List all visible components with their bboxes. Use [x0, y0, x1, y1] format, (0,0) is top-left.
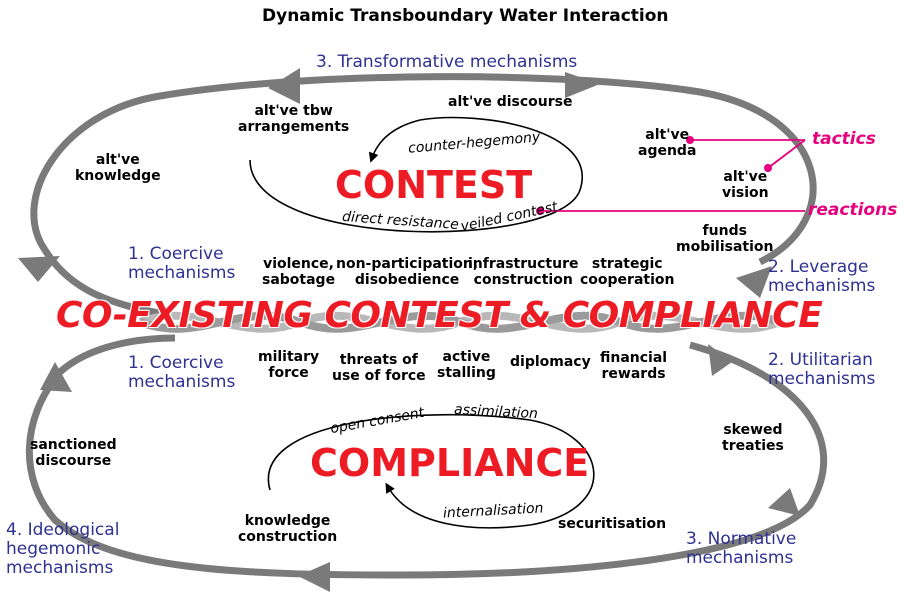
- tactics-callout-vision: [767, 139, 806, 169]
- tactics-legend-label: tactics: [812, 129, 876, 149]
- compliance-cycle-ellipse: [267, 413, 595, 529]
- alt-agenda-label: alt've agenda: [638, 127, 697, 159]
- arrow-head-4: [736, 266, 772, 298]
- non-participation-label: non-participation, disobedience: [336, 256, 479, 288]
- transformative-mechanisms-label: 3. Transformative mechanisms: [316, 52, 578, 72]
- arrow-head-3: [18, 256, 60, 282]
- arrow-head-7: [298, 562, 330, 592]
- contest-cycle-ellipse: [249, 116, 583, 233]
- active-stalling-label: active stalling: [437, 349, 496, 381]
- helix-strand-b: [138, 311, 782, 333]
- normative-mechanisms-label: 3. Normative mechanisms: [686, 529, 797, 569]
- threats-of-force-label: threats of use of force: [332, 352, 426, 384]
- reactions-legend-label: reactions: [808, 200, 898, 220]
- infrastructure-construction-label: infrastructure construction: [468, 256, 579, 288]
- sanctioned-discourse-label: sanctioned discourse: [30, 437, 117, 469]
- reactions-dot: [536, 207, 544, 215]
- alt-knowledge-label: alt've knowledge: [75, 152, 161, 184]
- coercive-mechanisms-bottom-label: 1. Coercive mechanisms: [128, 353, 236, 393]
- tactics-dot-agenda: [686, 136, 694, 144]
- funds-mobilisation-label: funds mobilisation: [676, 223, 774, 255]
- tactics-dot-vision: [764, 164, 772, 172]
- arrow-head-2: [565, 72, 600, 98]
- leverage-mechanisms-label: 2. Leverage mechanisms: [768, 257, 876, 297]
- compliance-heading: COMPLIANCE: [310, 441, 590, 485]
- diagram-title: Dynamic Transboundary Water Interaction: [262, 6, 669, 26]
- securitisation-label: securitisation: [558, 516, 667, 532]
- violence-sabotage-label: violence, sabotage: [262, 256, 336, 288]
- diplomacy-label: diplomacy: [510, 354, 591, 370]
- strategic-cooperation-label: strategic cooperation: [580, 256, 675, 288]
- arrow-head-8: [40, 362, 72, 392]
- arrow-head-6: [768, 488, 800, 516]
- utilitarian-mechanisms-label: 2. Utilitarian mechanisms: [768, 350, 876, 390]
- ideological-mechanisms-label: 4. Ideological hegemonic mechanisms: [6, 520, 120, 579]
- alt-tbw-arrangements-label: alt've tbw arrangements: [238, 103, 350, 135]
- coexisting-banner: CO-EXISTING CONTEST & COMPLIANCE: [56, 295, 823, 336]
- military-force-label: military force: [258, 349, 320, 381]
- coercive-mechanisms-top-label: 1. Coercive mechanisms: [128, 244, 236, 284]
- financial-rewards-label: financial rewards: [600, 350, 668, 382]
- contest-heading: CONTEST: [335, 163, 533, 207]
- alt-discourse-label: alt've discourse: [448, 94, 573, 110]
- alt-vision-label: alt've vision: [722, 169, 769, 201]
- knowledge-construction-label: knowledge construction: [238, 513, 338, 545]
- skewed-treaties-label: skewed treaties: [722, 422, 784, 454]
- arrow-head-5: [708, 344, 732, 376]
- arrow-head-1: [268, 68, 300, 104]
- upper-loop-track: [30, 73, 817, 319]
